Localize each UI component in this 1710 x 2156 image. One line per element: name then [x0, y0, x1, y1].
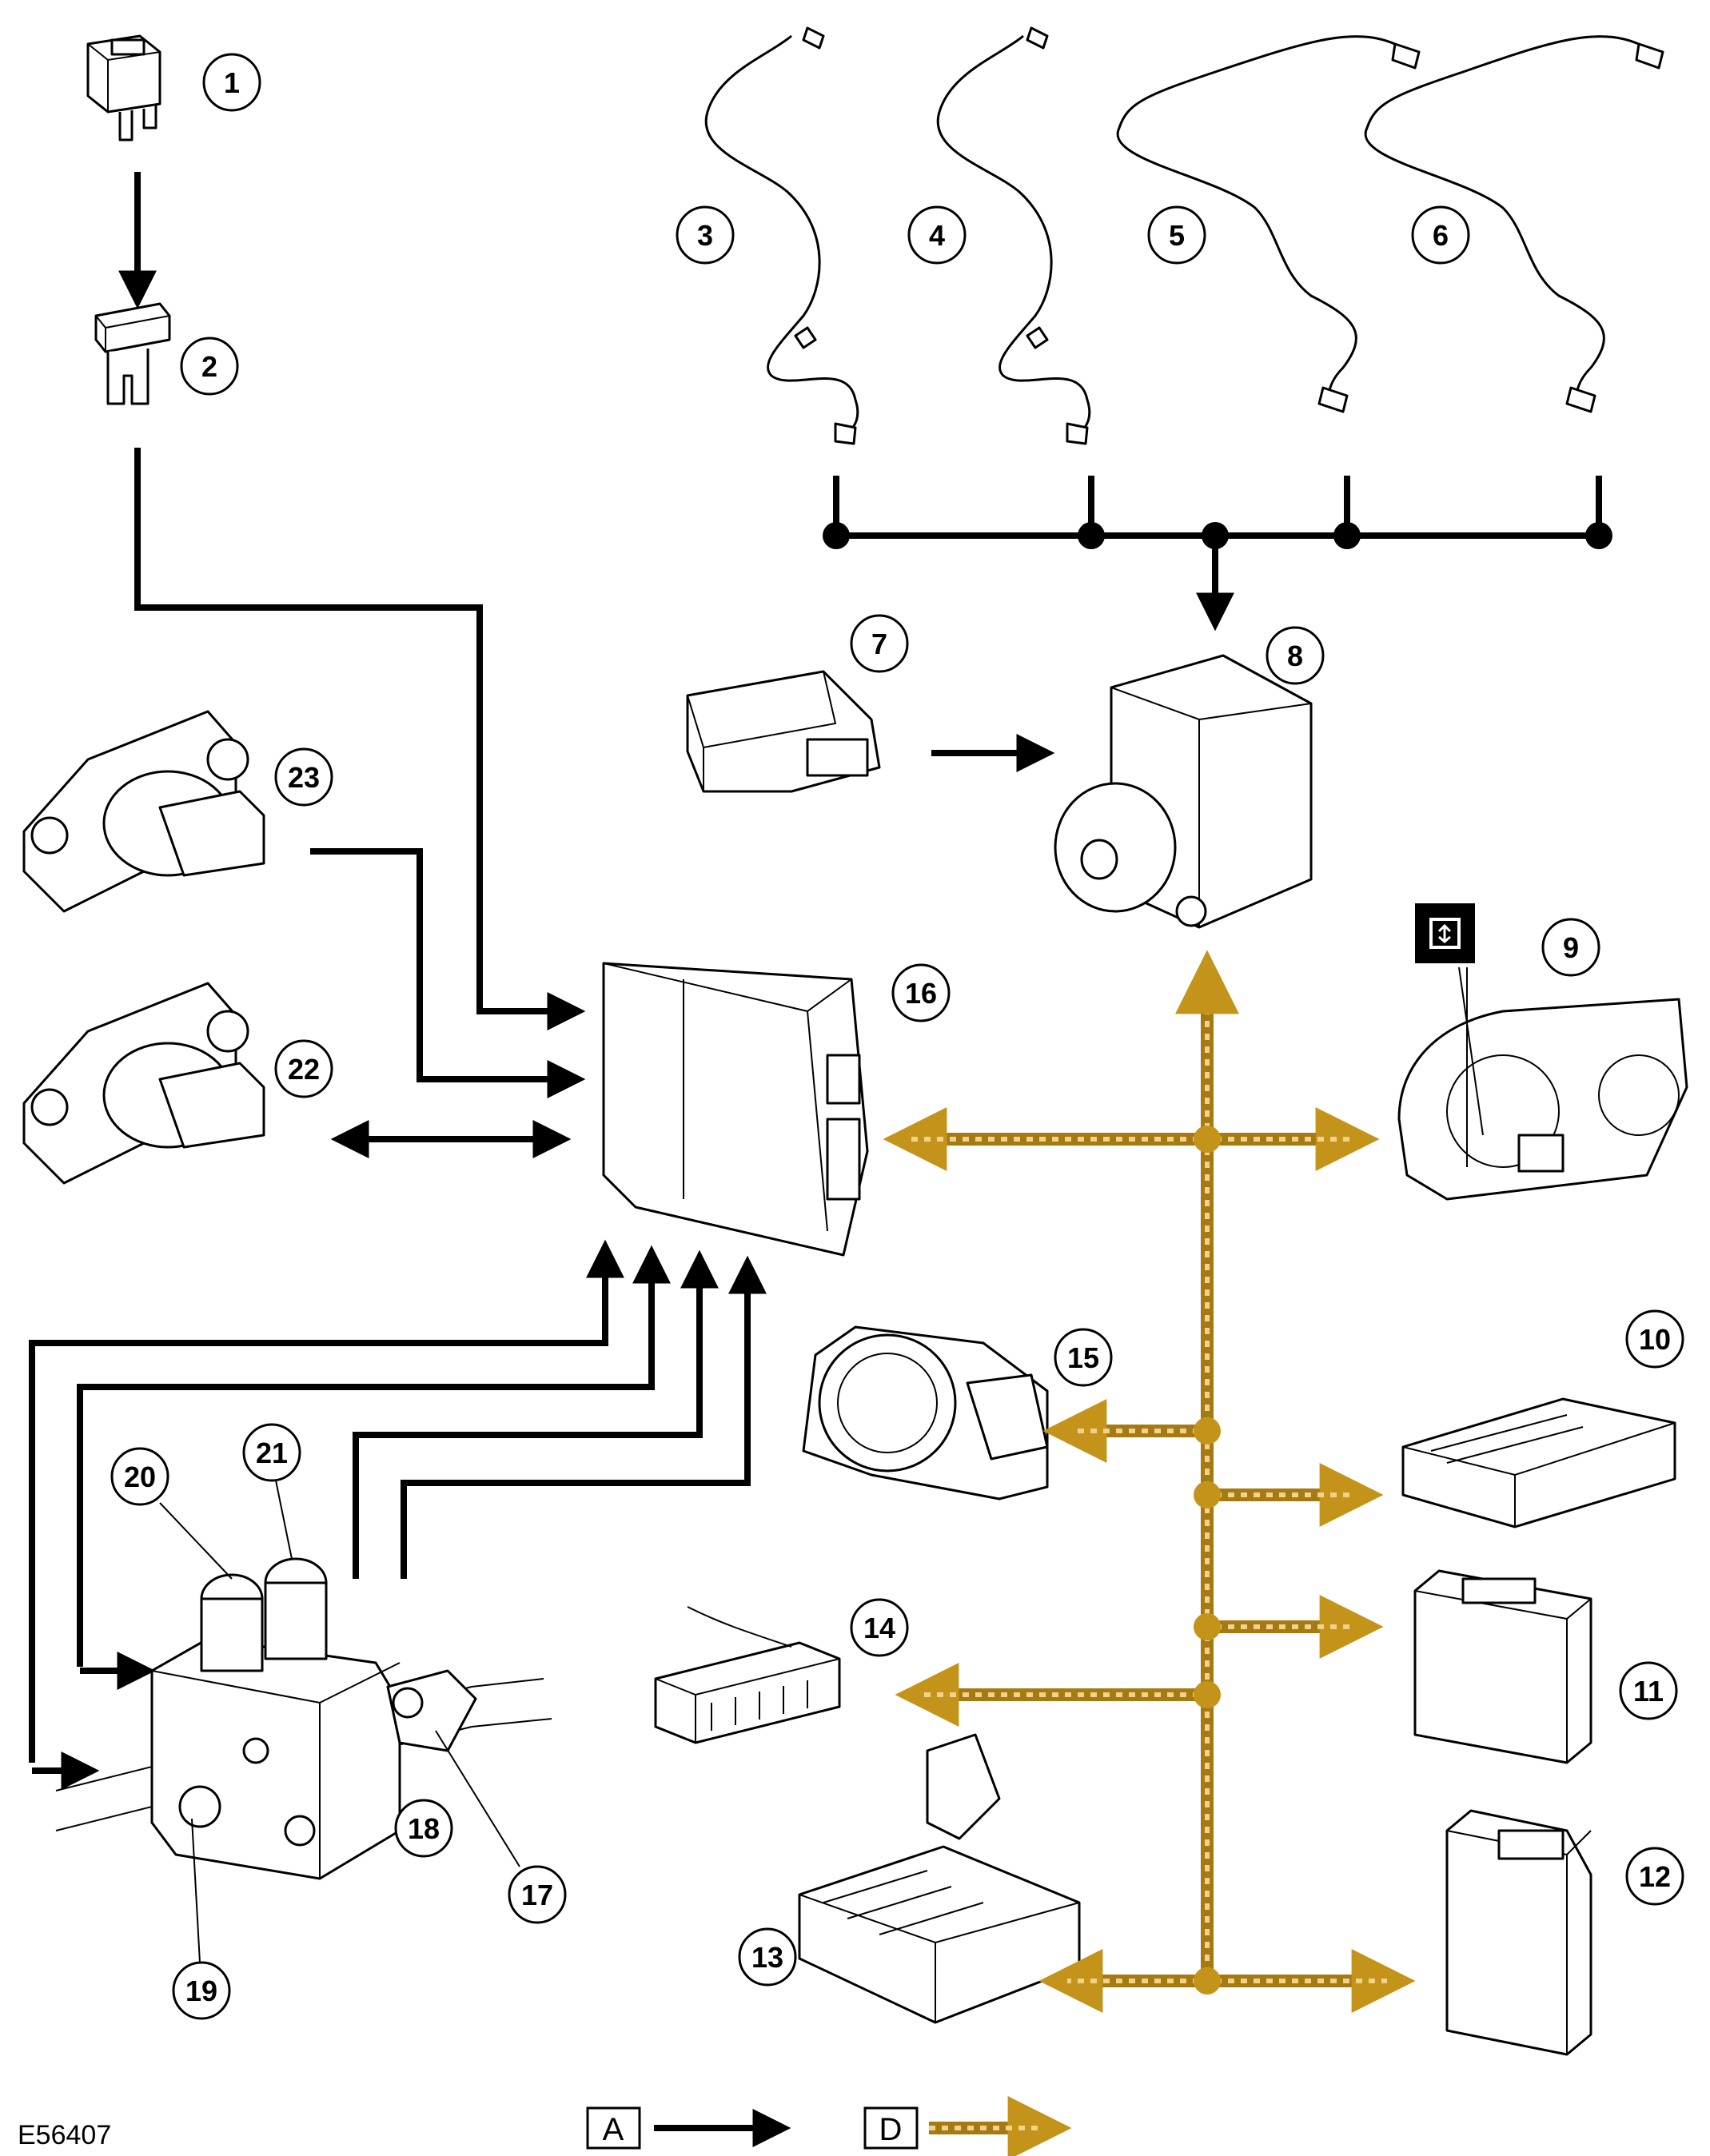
module-12	[1445, 1809, 1592, 2056]
callout-9: 9	[1541, 918, 1600, 977]
svg-text:14: 14	[863, 1612, 895, 1644]
wheel-speed-sensor-5	[1116, 35, 1421, 413]
svg-text:1: 1	[224, 66, 240, 99]
legend: A D	[586, 2096, 1072, 2156]
callout-4: 4	[907, 205, 967, 265]
callout-18: 18	[394, 1799, 453, 1858]
svg-text:23: 23	[288, 761, 320, 794]
svg-text:17: 17	[521, 1879, 553, 1911]
yaw-rate-sensor	[686, 670, 881, 793]
svg-text:5: 5	[1169, 219, 1185, 252]
actuator-22	[22, 982, 265, 1185]
callout-2: 2	[180, 337, 239, 396]
fuse-component	[94, 302, 171, 405]
module-10	[1401, 1397, 1676, 1528]
callout-1: 1	[202, 53, 261, 112]
svg-text:20: 20	[124, 1461, 156, 1493]
legend-item-a: A	[586, 2106, 791, 2150]
callout-23: 23	[274, 747, 333, 807]
callout-13: 13	[738, 1927, 797, 1987]
callout-11: 11	[1619, 1661, 1678, 1720]
legend-item-d: D	[863, 2096, 1072, 2156]
callout-6: 6	[1411, 205, 1470, 265]
relay-component	[86, 34, 161, 141]
module-11	[1413, 1569, 1592, 1764]
svg-text:19: 19	[185, 1975, 217, 2007]
callout-21: 21	[242, 1423, 301, 1482]
leader-lines	[159, 1480, 520, 1963]
svg-text:16: 16	[905, 977, 937, 1010]
callout-14: 14	[850, 1598, 909, 1657]
svg-text:13: 13	[751, 1941, 783, 1974]
svg-text:18: 18	[408, 1812, 440, 1845]
transmission-valve-body	[798, 1733, 1081, 2024]
wheel-speed-sensor-4	[936, 26, 1091, 445]
instrument-cluster	[1397, 903, 1688, 1201]
svg-text:3: 3	[697, 219, 713, 252]
svg-text:2: 2	[201, 350, 217, 383]
callout-22: 22	[274, 1039, 333, 1098]
callout-15: 15	[1054, 1328, 1113, 1387]
callout-19: 19	[172, 1961, 231, 2020]
callout-16: 16	[891, 963, 951, 1022]
svg-text:4: 4	[929, 219, 945, 252]
callout-20: 20	[110, 1447, 169, 1506]
steering-angle-sensor	[802, 1325, 1049, 1500]
svg-text:8: 8	[1287, 640, 1303, 672]
svg-text:12: 12	[1639, 1860, 1671, 1893]
svg-text:21: 21	[256, 1437, 288, 1469]
abs-modulator	[1054, 654, 1313, 929]
callout-7: 7	[850, 614, 909, 673]
svg-text:A: A	[603, 2112, 624, 2147]
callout-10: 10	[1625, 1309, 1684, 1369]
can-bus-network	[883, 950, 1416, 2013]
callout-8: 8	[1266, 626, 1325, 685]
reference-code: E56407	[18, 2120, 111, 2150]
svg-text:D: D	[879, 2112, 903, 2147]
callout-3: 3	[676, 205, 735, 265]
wheel-speed-sensor-6	[1364, 35, 1664, 413]
valve-block-assembly	[55, 1557, 552, 1880]
svg-text:7: 7	[871, 628, 887, 660]
svg-text:10: 10	[1639, 1323, 1671, 1356]
control-module	[602, 962, 869, 1257]
svg-text:22: 22	[288, 1053, 320, 1086]
hardwired-links	[29, 172, 1612, 1790]
svg-text:9: 9	[1563, 931, 1579, 964]
callout-5: 5	[1147, 205, 1206, 265]
wheel-speed-sensor-3	[704, 26, 859, 445]
svg-text:6: 6	[1433, 219, 1449, 252]
connector-14	[654, 1606, 841, 1744]
actuator-23	[22, 710, 265, 913]
svg-text:11: 11	[1633, 1675, 1664, 1708]
svg-text:15: 15	[1067, 1341, 1099, 1374]
callout-17: 17	[508, 1865, 567, 1924]
callout-12: 12	[1625, 1847, 1684, 1906]
